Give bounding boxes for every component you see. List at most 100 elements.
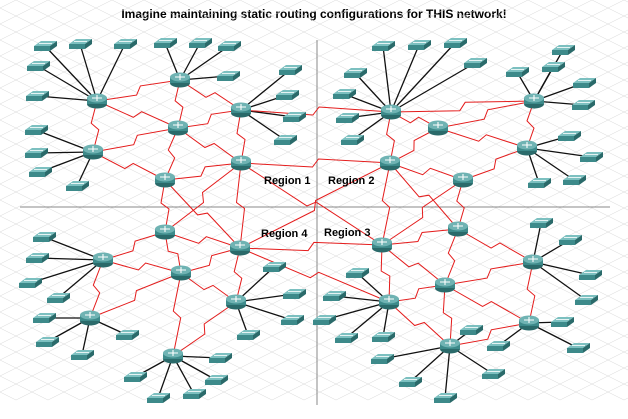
switch-icon: [541, 61, 566, 73]
wan-link: [164, 231, 241, 249]
background-grid: [0, 0, 628, 401]
switch-icon: [35, 336, 60, 348]
wan-link: [180, 247, 241, 274]
wan-link: [444, 284, 530, 324]
wan-link: [164, 179, 241, 249]
wan-link: [526, 100, 535, 149]
wan-link: [388, 284, 446, 303]
switch-icon: [278, 64, 303, 76]
wan-links: [89, 79, 536, 357]
wan-link: [381, 228, 459, 246]
switch-icon: [505, 66, 530, 78]
switch-icon: [262, 261, 287, 273]
router-icon: [154, 223, 176, 241]
wan-link: [437, 127, 528, 149]
switch-icon: [340, 134, 365, 146]
wan-link: [92, 127, 179, 153]
switch-icon: [26, 60, 51, 72]
wan-link: [389, 127, 439, 164]
region-1-label: Region 1: [264, 175, 310, 187]
router-icon: [162, 347, 184, 365]
router-icon: [229, 239, 251, 257]
router-icon: [86, 92, 108, 110]
wan-link: [177, 109, 242, 129]
wan-link: [96, 79, 181, 102]
wan-link: [449, 322, 530, 347]
switch-icon: [481, 368, 506, 380]
switch-icon: [312, 314, 337, 326]
router-icon: [167, 119, 189, 137]
wan-link: [172, 301, 237, 357]
wan-link: [380, 244, 391, 303]
wan-link: [390, 111, 439, 129]
wan-link: [444, 261, 534, 286]
switch-icon: [529, 217, 554, 229]
wan-link: [389, 162, 464, 181]
switch-icon: [579, 151, 604, 163]
router-icon: [380, 103, 402, 121]
wan-link: [90, 100, 100, 153]
wan-link: [381, 179, 464, 246]
switch-icon: [371, 40, 396, 52]
switch-icon: [557, 130, 582, 142]
switch-icon: [345, 267, 370, 279]
wan-link: [172, 272, 182, 357]
wan-link: [437, 100, 535, 129]
wan-link: [235, 162, 246, 249]
switch-icon: [407, 39, 432, 51]
switch-icon: [571, 99, 596, 111]
wan-link: [240, 106, 392, 116]
router-icon: [452, 171, 474, 189]
page-title: Imagine maintaining static routing confi…: [121, 7, 507, 21]
switch-icon: [282, 288, 307, 300]
wan-link: [160, 179, 170, 233]
switch-icon: [113, 38, 138, 50]
switch-icon: [123, 371, 148, 383]
switch-icon: [486, 340, 511, 352]
router-icon: [79, 309, 101, 327]
router-icon: [434, 276, 456, 294]
wan-link: [102, 259, 182, 274]
region-2-label: Region 2: [328, 175, 374, 187]
wan-link: [236, 109, 246, 164]
router-icon: [439, 337, 461, 355]
router-icon: [379, 154, 401, 172]
switch-icon: [527, 177, 552, 189]
switch-icon: [18, 277, 43, 289]
region-3-label: Region 3: [324, 227, 370, 239]
router-icon: [154, 171, 176, 189]
wan-link: [233, 247, 243, 303]
switch-icon: [24, 147, 49, 159]
region-4-label: Region 4: [261, 228, 308, 240]
wan-link: [177, 127, 242, 164]
switch-icon: [574, 294, 599, 306]
switch-icon: [433, 392, 458, 404]
switch-icon: [70, 349, 95, 361]
switch-icon: [146, 392, 171, 404]
router-icon: [427, 119, 449, 137]
router-icon: [230, 101, 252, 119]
wan-link: [92, 151, 166, 181]
wan-link: [442, 284, 453, 347]
wan-link: [180, 272, 237, 303]
wan-link: [386, 111, 395, 164]
wan-link: [381, 244, 446, 286]
router-icon: [516, 139, 538, 157]
router-icon: [523, 92, 545, 110]
switch-icon: [25, 90, 50, 102]
switch-icon: [398, 376, 423, 388]
router-icon: [92, 251, 114, 269]
wan-link: [390, 100, 535, 113]
switch-icon: [280, 314, 305, 326]
router-icon: [522, 253, 544, 271]
switch-icon: [273, 134, 298, 146]
switch-icon: [463, 57, 488, 69]
wan-link: [240, 158, 391, 168]
switch-icon: [46, 292, 71, 304]
switch-icon: [25, 252, 50, 264]
wan-link: [240, 162, 383, 246]
switch-icon: [572, 77, 597, 89]
router-icon: [518, 314, 540, 332]
router-icon: [447, 220, 469, 238]
switch-icon: [216, 70, 241, 82]
